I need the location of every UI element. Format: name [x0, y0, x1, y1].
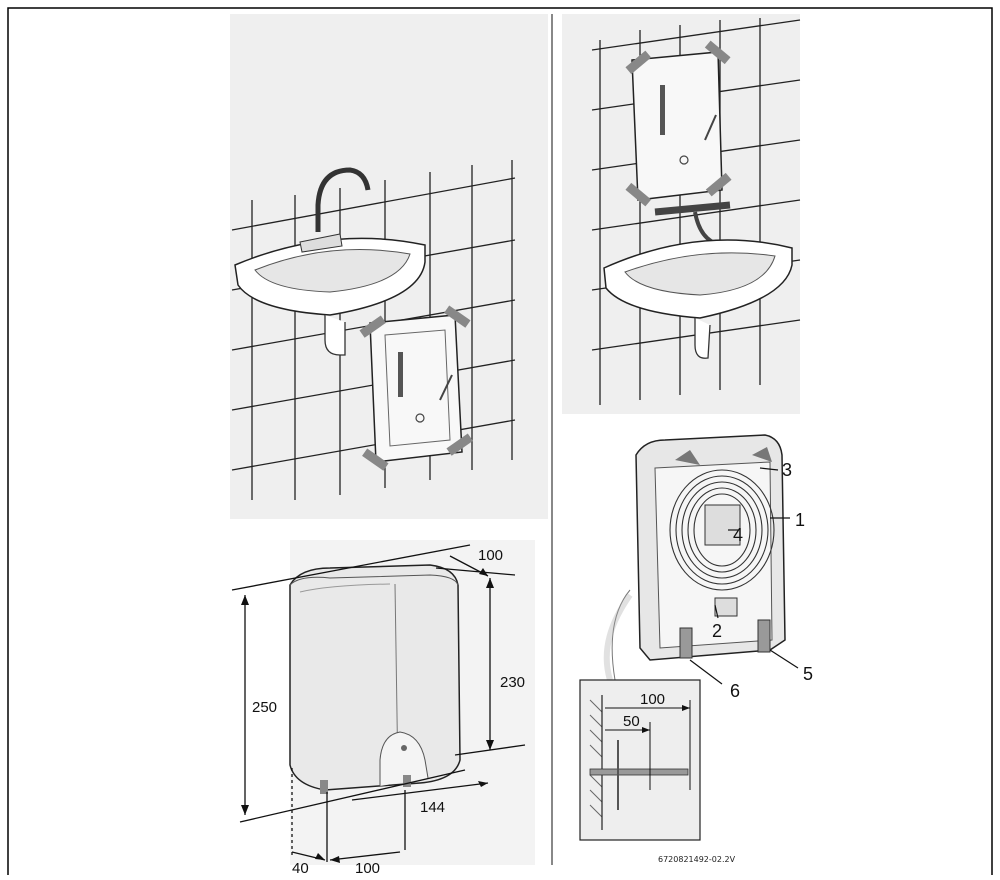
- sink-right: [603, 239, 793, 359]
- callout-6: 6: [730, 681, 740, 701]
- dim-offset-left: 40: [292, 860, 309, 875]
- dim-spacing-bottom: 100: [355, 860, 380, 875]
- panel-open-unit: 3 1 4 2 5 6: [579, 434, 813, 864]
- callout-2: 2: [712, 621, 722, 641]
- zoom-connector: [611, 589, 631, 681]
- callout-3: 3: [782, 460, 792, 480]
- sink-left: [234, 167, 426, 356]
- mounting-template-left: [359, 305, 473, 471]
- mounting-template-right: [625, 40, 732, 207]
- dim-height-total: 250: [252, 699, 277, 716]
- heating-coil: [669, 469, 775, 591]
- callout-1: 1: [795, 510, 805, 530]
- arrowheads: [241, 568, 494, 863]
- callout-leaders: [689, 467, 799, 685]
- dim-depth-top: 100: [478, 547, 503, 564]
- callout-4: 4: [733, 525, 743, 545]
- cable-detail-inset: 100 50: [579, 679, 701, 841]
- water-heater-unit: [289, 564, 461, 794]
- page-border: [7, 7, 993, 875]
- panel-sink-template-below: [230, 14, 548, 519]
- detail-dim-inner: 50: [623, 713, 640, 730]
- callout-5: 5: [803, 664, 813, 684]
- document-code: 6720821492-02.2V: [658, 855, 736, 864]
- panel-dimensions: 100 250 230 144 40 100: [231, 540, 535, 877]
- dim-height-body: 230: [500, 674, 525, 691]
- dim-width: 144: [420, 799, 445, 816]
- detail-dim-outer: 100: [640, 691, 665, 708]
- open-unit: [635, 434, 786, 661]
- panel-template-above-sink: [562, 14, 801, 414]
